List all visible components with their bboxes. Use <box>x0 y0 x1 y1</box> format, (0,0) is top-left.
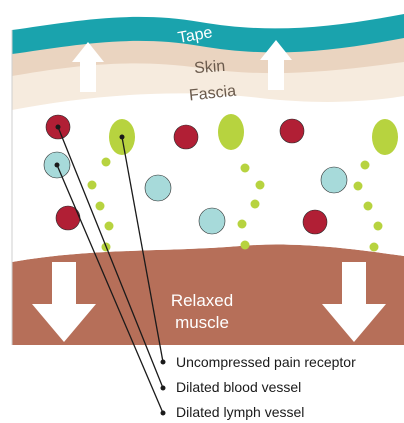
blood-vessel <box>174 125 198 149</box>
blood-vessel <box>303 210 327 234</box>
lymph-vessel <box>321 167 347 193</box>
legend-blood-vessel: Dilated blood vessel <box>176 379 301 395</box>
muscle-label-line2: muscle <box>175 313 229 332</box>
legend-lymph-vessel: Dilated lymph vessel <box>176 404 304 420</box>
blood-vessel <box>280 119 304 143</box>
skin-label: Skin <box>194 58 226 77</box>
lymph-vessel <box>199 208 225 234</box>
lymph-vessel <box>145 175 171 201</box>
pain-receptor <box>372 119 398 155</box>
muscle-label-line1: Relaxed <box>171 291 233 310</box>
pain-receptor <box>218 114 244 150</box>
legend-pain-receptor: Uncompressed pain receptor <box>176 354 356 370</box>
